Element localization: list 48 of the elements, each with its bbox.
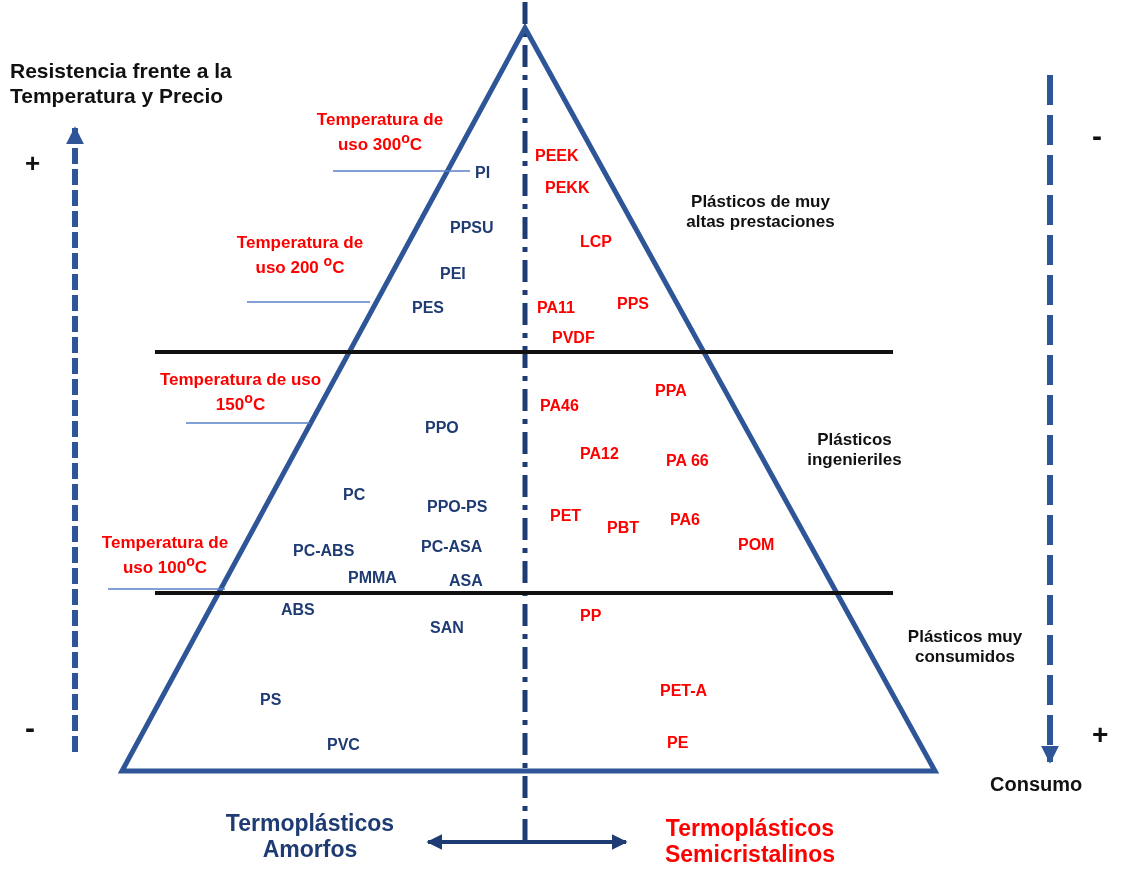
category-label: Plásticos de muy altas prestaciones <box>685 192 836 233</box>
polymer-label: PMMA <box>348 568 397 588</box>
polymer-label: PE <box>667 733 689 753</box>
axis-title: Resistencia frente a la Temperatura y Precio <box>10 58 233 109</box>
polymer-label: PVC <box>327 735 360 755</box>
scale-sign: + <box>1092 718 1109 752</box>
polymer-label: PBT <box>607 518 639 538</box>
polymer-label: PI <box>475 163 491 183</box>
polymer-label: PC-ASA <box>421 537 483 557</box>
temperature-note: Temperatura de uso 150$^{o}$C <box>158 370 323 416</box>
polymer-label: PPSU <box>450 218 494 238</box>
polymer-label: PA11 <box>537 298 575 318</box>
polymer-label: PA46 <box>540 396 579 416</box>
polymer-label: POM <box>738 535 775 555</box>
polymer-label: PEEK <box>535 146 579 166</box>
category-label: Plásticos ingenieriles <box>806 430 903 471</box>
polymer-label: PET <box>550 506 582 526</box>
polymer-label: PES <box>412 298 444 318</box>
polymer-label: PPA <box>655 381 687 401</box>
axis-title: Consumo <box>990 772 1083 796</box>
group-label: Termoplásticos Amorfos <box>200 810 420 863</box>
scale-sign: - <box>1092 118 1102 154</box>
polymer-label: PS <box>260 690 282 710</box>
polymer-label: ABS <box>281 600 315 620</box>
polymer-label: PVDF <box>552 328 595 348</box>
category-label: Plásticos muy consumidos <box>906 627 1024 668</box>
temperature-note: Temperatura de uso 300$^{o}$C <box>315 110 445 156</box>
polymer-label: PPS <box>617 294 649 314</box>
polymer-label: PPO-PS <box>427 497 488 517</box>
scale-sign: - <box>25 710 35 746</box>
polymer-label: PET-A <box>660 681 708 701</box>
temperature-note: Temperatura de uso 100$^{o}$C <box>100 533 230 579</box>
polymer-label: PP <box>580 606 602 626</box>
polymer-label: PA 66 <box>666 451 709 471</box>
polymer-label: PC <box>343 485 366 505</box>
polymer-label: PPO <box>425 418 459 438</box>
scale-sign: + <box>25 148 41 180</box>
polymer-label: PA12 <box>580 444 619 464</box>
polymer-label: PEI <box>440 264 466 284</box>
arrow <box>426 834 628 850</box>
polymer-label: ASA <box>449 571 483 591</box>
polymer-label: LCP <box>580 232 612 252</box>
polymer-label: PC-ABS <box>293 541 355 561</box>
polymer-label: PA6 <box>670 510 700 530</box>
polymer-label: PEKK <box>545 178 590 198</box>
polymer-label: SAN <box>430 618 464 638</box>
temperature-note: Temperatura de uso 200 $^{o}$C <box>235 233 365 279</box>
group-label: Termoplásticos Semicristalinos <box>640 815 860 868</box>
